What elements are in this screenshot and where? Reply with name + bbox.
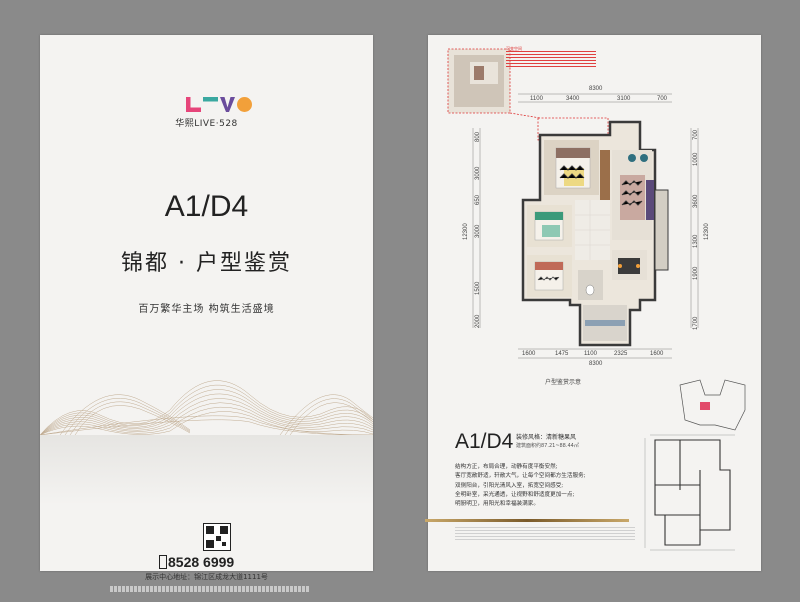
dim-bottom-5: 1600 [650,351,664,357]
feature-item: 全明卧室，采光通透，让视野和舒适度更加一点; [455,491,575,498]
brand-logo [186,97,252,112]
dim-top-4: 700 [657,96,668,102]
dim-bottom-4: 2325 [614,351,628,357]
variable-space-notes [506,51,596,67]
feature-list: 结构方正，布局合理，动静有度平衡安然; 客厅宽敞舒适，轩敞大气，让每个空间都方生… [455,463,635,509]
tagline: 百万繁华主场 构筑生活盛境 [138,304,275,315]
dim-bottom-3: 1100 [584,351,597,357]
decor-style: 装修风格：清新糖果风 [516,434,577,441]
dim-bottom-1: 1600 [522,351,536,357]
floor-area: 建筑面积约87.21~88.44㎡ [516,443,579,449]
dim-right-5: 1900 [693,266,699,280]
dim-right-6: 1700 [693,316,699,330]
dim-right-1: 700 [693,129,699,140]
unit-title: A1/D4 [164,190,249,223]
dim-left-1: 800 [475,131,481,142]
logo-block-teal [203,97,218,102]
dim-left-5: 1500 [475,281,481,295]
qr-code [203,523,231,551]
logo-block-orange [237,97,252,112]
dim-left-4: 3000 [475,224,481,238]
fine-print [110,586,310,592]
dim-right-2: 1000 [693,152,699,166]
phone-number: 8528 6999 [159,554,234,570]
feature-item: 明厨明卫，用阳光和幸福装满家。 [455,501,539,508]
feature-item: 双侧阳台，引阳光清风入室，拓宽空间感受; [455,482,564,489]
unit-title-right: A1/D4 [455,430,514,453]
dim-top-3: 3100 [617,96,631,102]
dim-right-total: 12300 [704,223,710,240]
dim-top-2: 3400 [566,96,580,102]
dim-left-6: 2000 [475,314,481,328]
mountain-line-art [40,380,373,436]
variable-space-title: 可变空间 [506,46,522,51]
phone-text: 8528 6999 [168,554,235,570]
gold-divider [425,519,629,522]
feature-item: 客厅宽敞舒适，轩敞大气，让每个空间都方生活服务; [455,473,586,480]
dim-top-total: 8300 [589,86,603,92]
feature-item: 结构方正，布局合理，动静有度平衡安然; [455,464,558,470]
dim-bottom-total: 8300 [589,361,603,367]
dim-left-2: 3000 [475,166,481,180]
dim-bottom-2: 1475 [555,351,569,357]
phone-icon [159,555,167,569]
brand-text: 华熙LIVE·528 [175,119,238,129]
disclaimer-text [455,527,635,541]
dim-left-3: 650 [475,194,481,205]
dim-right-3: 3600 [693,194,699,208]
dim-right-4: 1300 [693,234,699,248]
dim-top-1: 1100 [530,96,543,102]
showroom-address: 展示中心地址：锦江区成龙大道1111号 [145,573,268,581]
brochure-cover-page: 华熙LIVE·528 A1/D4 锦都 · 户型鉴赏 百万繁华主场 构筑生活盛境 [40,35,373,592]
dim-left-total: 12300 [463,223,469,240]
plan-caption: 户型鉴赏示意 [545,379,582,386]
hill-reflection [40,435,373,505]
page-subtitle: 锦都 · 户型鉴赏 [121,251,292,276]
